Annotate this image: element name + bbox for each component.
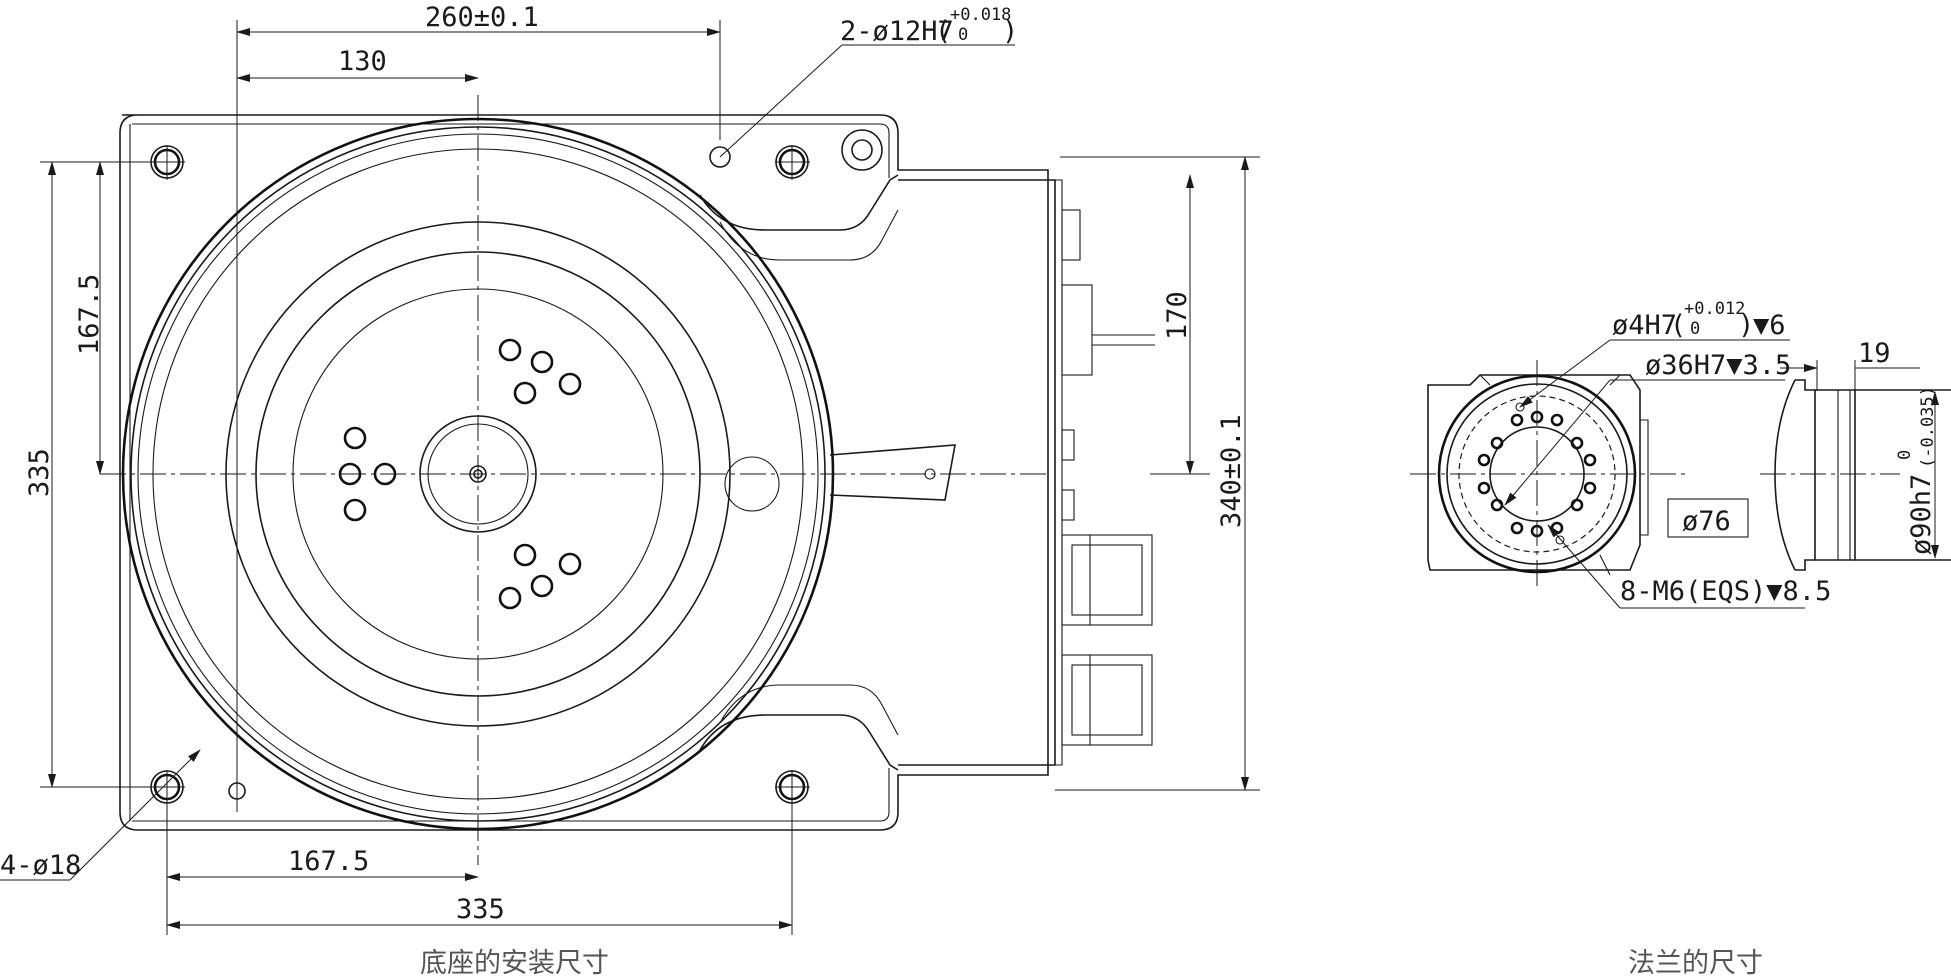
dim-flange-pin-tol-open: ( [1670,310,1686,341]
dim-flange-pin-tol-upper: +0.012 [1684,299,1745,319]
dim-pin-tol-upper: +0.018 [950,5,1011,25]
dim-flange-pin-tol-close: ) [1738,310,1754,341]
flange-view: ø4H7 ( +0.012 0 ) ▼6 ø36H7▼3.5 ø76 8-M6(… [1410,299,1951,977]
dim-flange-bore: ø36H7▼3.5 [1645,350,1791,381]
dim-left-partial: 167.5 [74,274,105,355]
dim-pin-callout: 2-ø12H7 [840,16,954,47]
dim-top-total: 260±0.1 [425,2,539,33]
dim-flange-shaft-tol-lower: (-0.035) [1918,386,1938,468]
dim-flange-threads: 8-M6(EQS)▼8.5 [1620,576,1831,607]
base-view: 260±0.1 130 2-ø12H7 ( +0.018 0 ) 167.5 3… [0,2,1260,977]
dim-flange-shaft: ø90h7 [1906,474,1937,555]
dim-flange-boxed-dia: ø76 [1682,506,1731,537]
dim-flange-pin-hole: ø4H7 [1612,310,1677,341]
flange-view-caption: 法兰的尺寸 [1628,948,1763,977]
dim-top-partial: 130 [338,46,387,77]
dim-flange-shaft-tol-upper: 0 [1895,450,1915,460]
dim-pin-tol-open: ( [935,16,951,47]
dim-pin-tol-close: ) [1002,16,1018,47]
dim-right-total: 340±0.1 [1216,414,1247,528]
cable-holes [338,338,582,610]
base-view-caption: 底座的安装尺寸 [420,948,609,977]
dim-flange-thickness: 19 [1858,338,1891,369]
cable-connectors [1061,209,1155,746]
dim-flange-box [1667,498,1749,538]
dim-flange-pin-tol-lower: 0 [1690,319,1700,339]
dim-bottom-partial: 167.5 [288,846,369,877]
dim-flange-pin-depth: ▼6 [1753,310,1786,341]
base-plate-outline [119,114,1049,831]
dim-pin-tol-lower: 0 [958,25,968,45]
dim-bottom-total: 335 [456,894,505,925]
dim-left-total: 335 [24,448,55,497]
dim-hole-callout: 4-ø18 [0,850,81,881]
dim-right-partial: 170 [1162,291,1193,340]
